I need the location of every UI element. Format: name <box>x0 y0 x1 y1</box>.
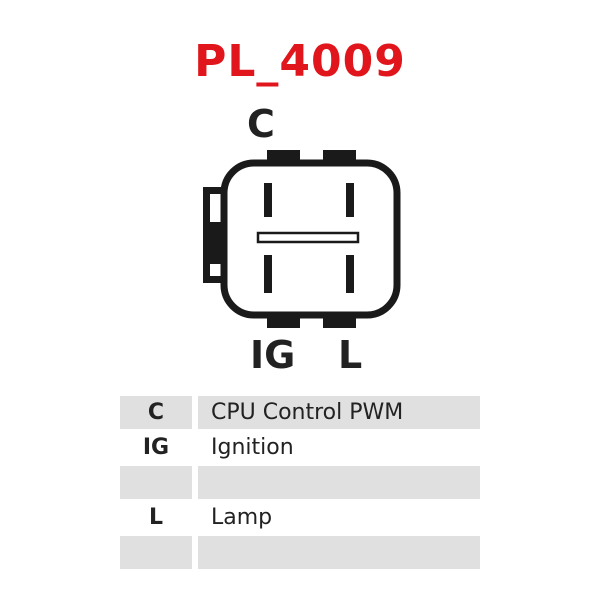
legend-pin-description: Ignition <box>211 435 294 460</box>
legend-row <box>120 536 480 569</box>
legend-pin-code: L <box>148 505 164 530</box>
side-tab-top <box>203 187 225 194</box>
pin-slot-bottom-left <box>264 255 272 293</box>
side-bracket <box>203 187 210 283</box>
side-latch <box>208 222 224 264</box>
legend-pin-code <box>120 536 192 569</box>
legend-pin-code: C <box>120 396 192 429</box>
legend-row: L Lamp <box>120 501 480 534</box>
legend-gap <box>192 536 198 569</box>
pin-slot-top-right <box>346 183 354 217</box>
legend-pin-description: CPU Control PWM <box>198 396 480 429</box>
key-bar <box>256 231 360 244</box>
side-tab-bottom <box>203 276 225 283</box>
pin-label-ig: IG <box>250 333 296 377</box>
legend-pin-description <box>198 536 480 569</box>
pin-slot-bottom-right <box>346 255 354 293</box>
legend-pin-description <box>198 466 480 499</box>
legend-gap <box>192 396 198 429</box>
pin-slot-top-left <box>264 183 272 217</box>
pin-label-c: C <box>247 102 275 146</box>
legend-row: IG Ignition <box>120 431 480 464</box>
diagram-title: PL_4009 <box>194 36 406 87</box>
legend-gap <box>192 466 198 499</box>
legend-gap <box>192 501 198 534</box>
pin-label-l: L <box>338 333 363 377</box>
legend-gap <box>192 431 198 464</box>
legend-pin-description: Lamp <box>211 505 273 530</box>
legend-pin-code: IG <box>142 435 170 460</box>
legend-row <box>120 466 480 499</box>
legend-pin-code <box>120 466 192 499</box>
